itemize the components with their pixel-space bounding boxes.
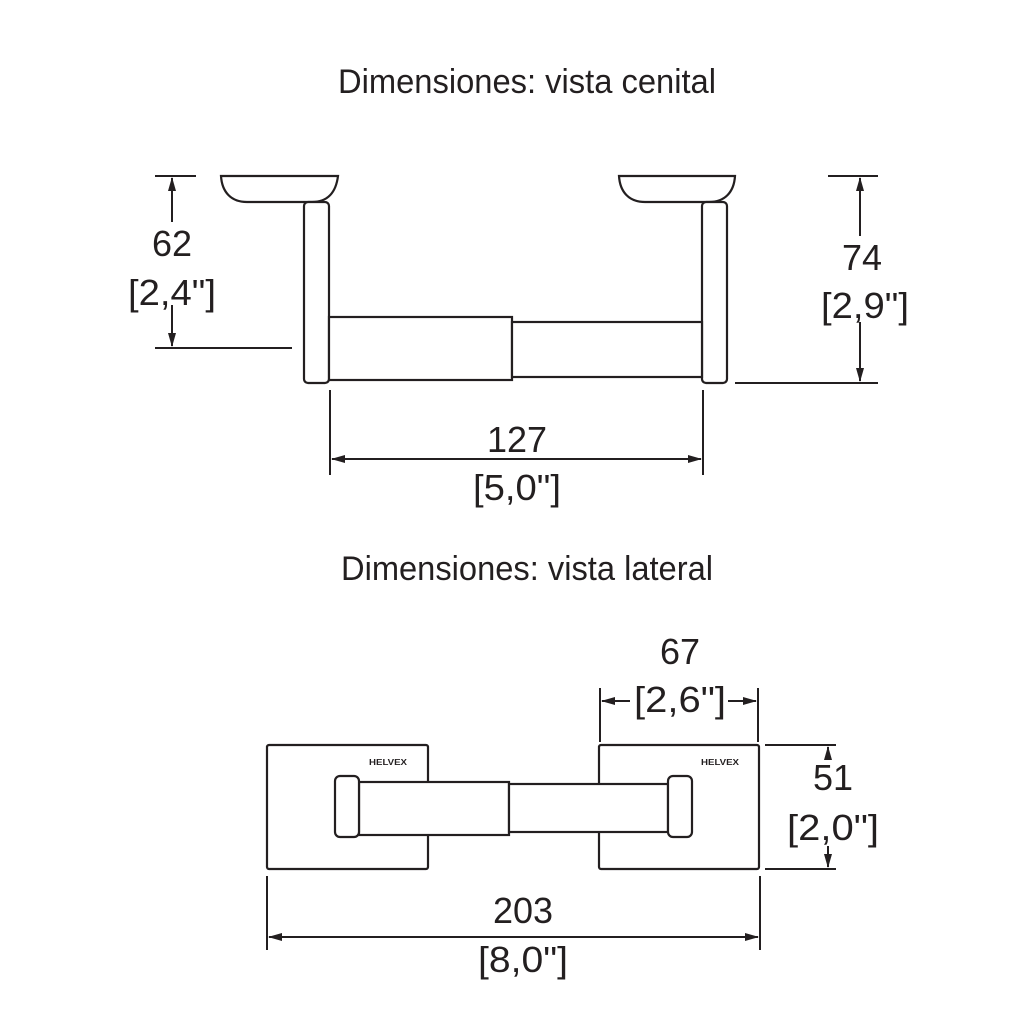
dim-127-inches: [5,0"] [473,467,561,508]
dim-203-inches: [8,0"] [478,939,568,980]
right-wall-plate [617,174,737,204]
dim-51-mm: 51 [813,757,853,798]
dim-74-inches: [2,9"] [821,285,909,326]
dim-74-mm: 74 [842,237,882,278]
roll-bar-outer [327,315,514,382]
top-view: Dimensiones: vista cenital 62 [2,4"] 74 [128,63,909,508]
roll-bar-inner [507,782,670,834]
roll-bar-outer [357,780,511,837]
roll-bar-inner [510,320,704,379]
dim-127-mm: 127 [487,419,547,460]
dim-203-mm: 203 [493,890,553,931]
brand-logo-right: HELVEX [701,758,740,767]
right-post [700,200,729,385]
right-end-cap [666,774,694,839]
dimension-74: 74 [2,9"] [735,175,909,384]
left-wall-plate [219,174,340,204]
dim-51-inches: [2,0"] [787,807,879,848]
top-view-title: Dimensiones: vista cenital [338,63,716,101]
side-view-title: Dimensiones: vista lateral [341,550,713,588]
left-end-cap [333,774,361,839]
dim-67-mm: 67 [660,631,700,672]
dimension-51: 51 [2,0"] [765,744,879,870]
dimension-67: 67 [2,6"] [599,631,759,742]
dimension-127: 127 [5,0"] [329,390,704,508]
dimension-203: 203 [8,0"] [266,876,761,980]
dim-62-inches: [2,4"] [128,272,216,313]
side-view: Dimensiones: vista lateral HELVEX HELVEX… [265,550,879,980]
dim-67-inches: [2,6"] [634,679,726,720]
dim-62-mm: 62 [152,223,192,264]
dimension-62: 62 [2,4"] [128,175,292,349]
left-post [302,200,331,385]
brand-logo-left: HELVEX [369,758,408,767]
